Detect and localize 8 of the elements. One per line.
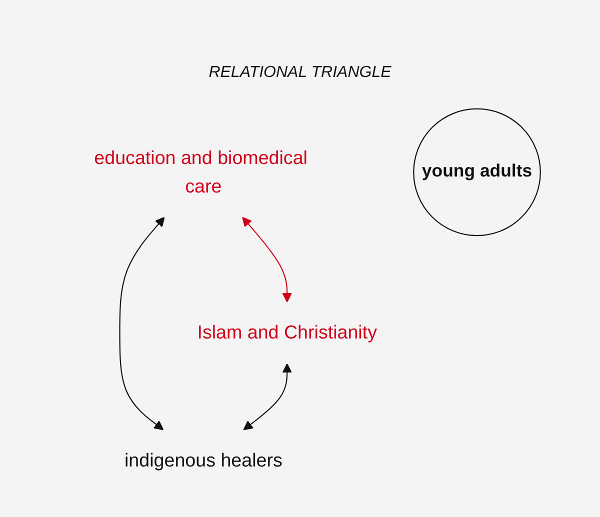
- node-text: indigenous healers: [124, 450, 282, 471]
- diagram-title: RELATIONAL TRIANGLE: [208, 64, 392, 82]
- arrow: [119, 216, 165, 430]
- arrow: [243, 363, 292, 430]
- node-circle: young adults: [413, 108, 541, 236]
- node-text: Islam and Christianity: [197, 322, 378, 343]
- node-text: education and biomedical care: [94, 147, 308, 197]
- arrow: [242, 216, 292, 302]
